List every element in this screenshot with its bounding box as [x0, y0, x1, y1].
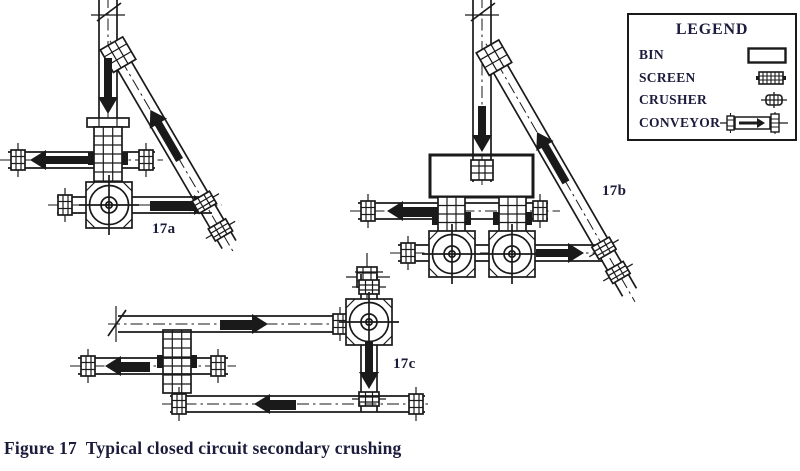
legend-row-crusher: CRUSHER: [629, 89, 795, 112]
sublabel-17c: 17c: [393, 356, 416, 372]
legend-title: LEGEND: [675, 21, 749, 38]
arrow-down-17c: [359, 342, 379, 389]
arrow-right-17b: [536, 243, 584, 263]
return-conveyor-17a: [99, 36, 240, 254]
sublabel-17a: 17a: [152, 221, 176, 237]
conveyor-symbol-icon: [720, 111, 789, 134]
arrow-left-product-17c: [105, 356, 150, 376]
arrow-left-17a: [30, 150, 88, 170]
crusher-left-17b: [421, 223, 483, 285]
legend-row-conveyor: CONVEYOR: [629, 111, 795, 135]
diagram-17b: [346, 0, 638, 303]
legend-label-screen: SCREEN: [639, 69, 696, 85]
return-conveyor-17b: [475, 39, 638, 303]
crusher-right-17b: [481, 223, 543, 285]
arrow-down-17a: [98, 58, 118, 114]
arrow-up-diagonal-17b: [536, 132, 570, 185]
figure-caption: Figure 17 Typical closed circuit seconda…: [4, 438, 402, 458]
legend-row-screen: SCREEN: [629, 67, 795, 90]
crusher-17a: [78, 174, 140, 236]
legend-box: LEGEND BIN SCREEN: [627, 13, 797, 141]
screen-17a: [87, 126, 129, 191]
arrow-right-17c: [220, 314, 268, 334]
crusher-symbol-icon: [761, 92, 787, 109]
arrow-down-17b: [472, 106, 492, 152]
bin-symbol-icon: [747, 47, 787, 64]
legend-row-bin: BIN: [629, 44, 795, 67]
crushing-circuits-drawing: [0, 0, 638, 422]
diagram-17c: [70, 271, 432, 422]
legend-label-bin: BIN: [639, 47, 664, 63]
screen-symbol-icon: [755, 70, 787, 86]
sublabel-17b: 17b: [602, 183, 627, 199]
arrow-up-diagonal-17a: [149, 109, 184, 162]
legend-label-crusher: CRUSHER: [639, 92, 708, 108]
arrow-left-17b: [387, 201, 443, 221]
diagram-17a: [0, 0, 240, 254]
screen-17c: [156, 329, 198, 394]
legend-label-conveyor: CONVEYOR: [639, 114, 721, 130]
arrow-left-bottom-17c: [254, 394, 296, 414]
legend-rows: BIN SCREEN: [629, 44, 795, 134]
bin-17b: [428, 153, 535, 199]
